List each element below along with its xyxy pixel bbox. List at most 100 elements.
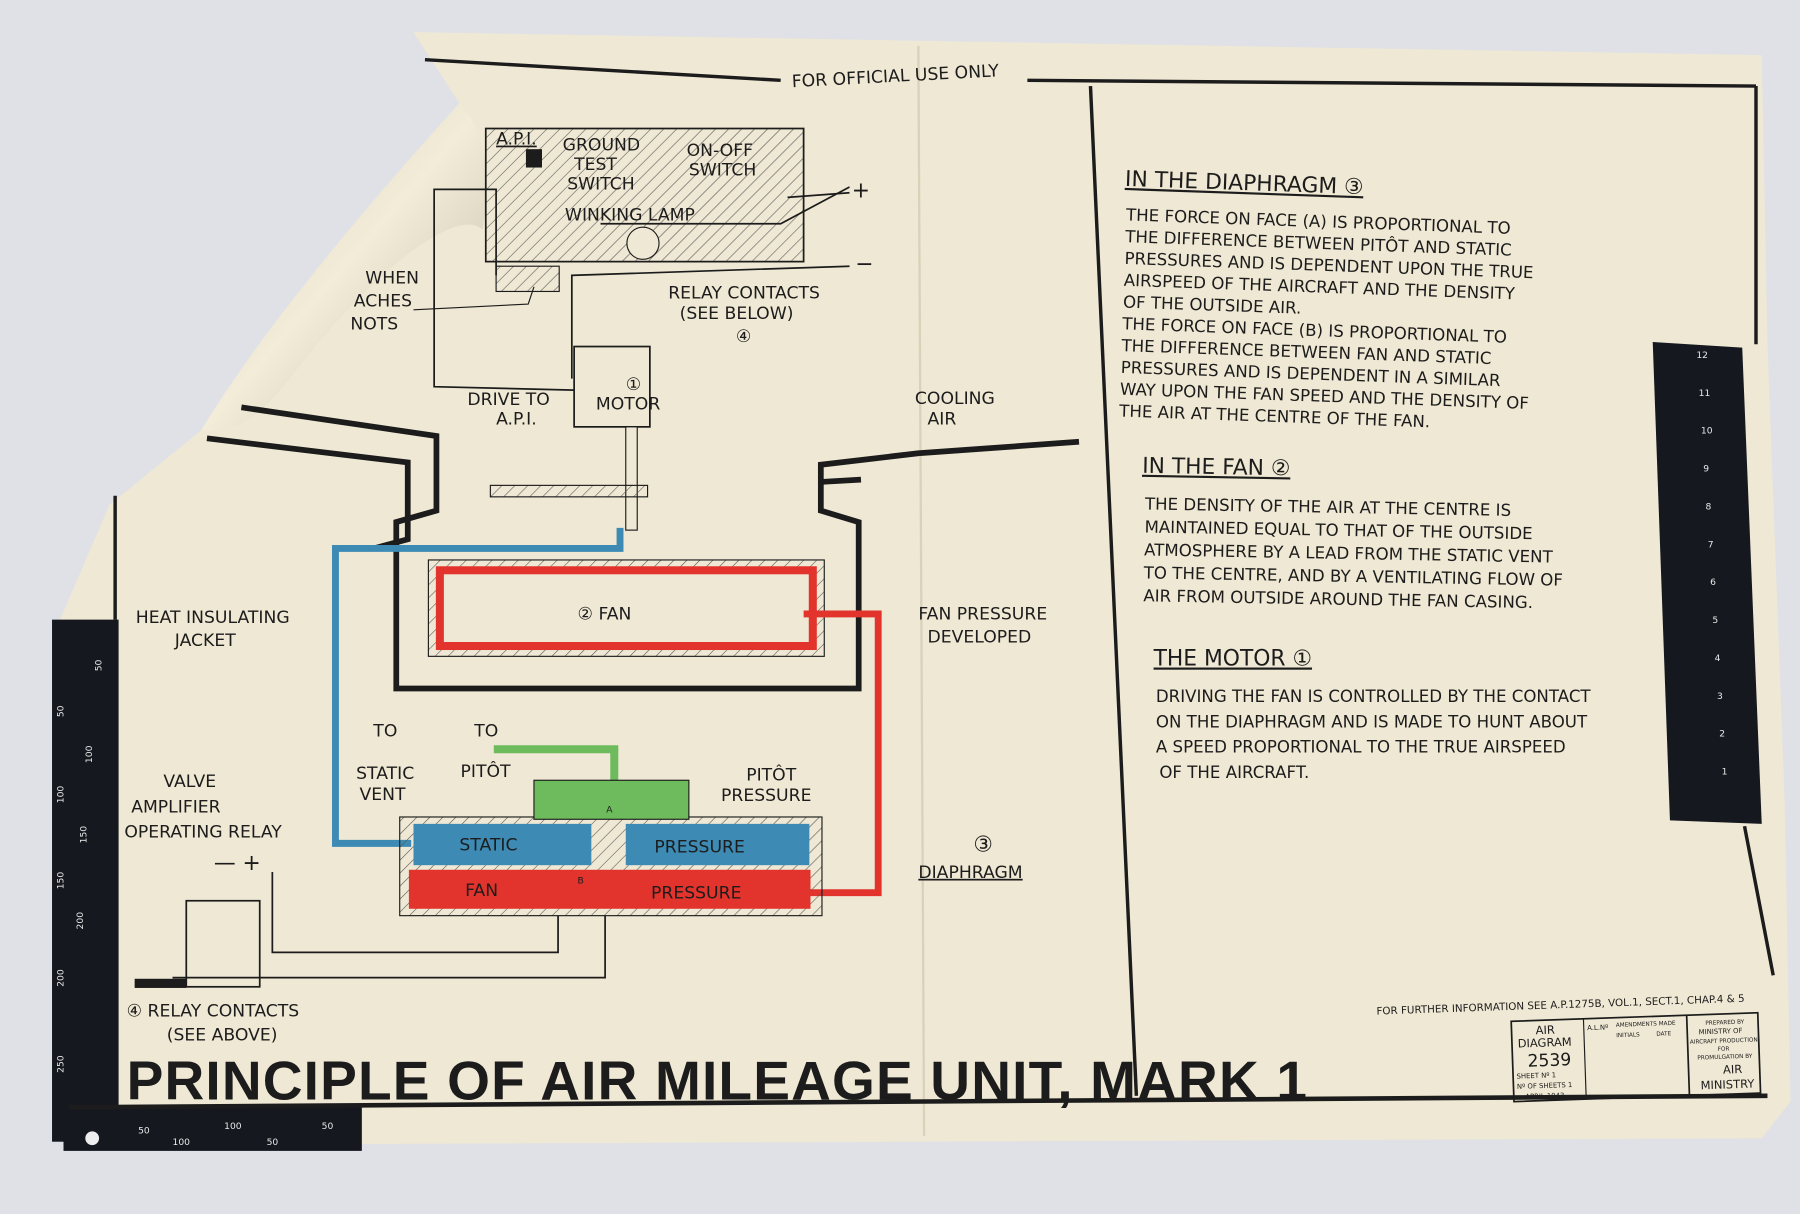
api-label: A.P.I. — [496, 130, 537, 150]
ruler-tick-label: 150 — [56, 872, 67, 890]
to-pitot-label: PITÔT — [461, 760, 511, 782]
ruler-tick-label: 11 — [1699, 388, 1711, 399]
to-static-label: VENT — [360, 785, 407, 805]
diaphragm-label: DIAPHRAGM — [918, 863, 1022, 883]
unit-housing-inner — [206, 435, 862, 552]
ruler-tick-label: 200 — [56, 969, 67, 987]
air-ministry: AIR — [1723, 1062, 1743, 1077]
heat-jacket-label: HEAT INSULATING — [136, 608, 290, 628]
air-ministry: MINISTRY — [1700, 1076, 1755, 1092]
prepared-by: AIRCRAFT PRODUCTION — [1690, 1037, 1758, 1045]
winking-lamp-label: WINKING LAMP — [565, 205, 695, 225]
when-label: WHEN — [365, 268, 419, 288]
amplifier-relay — [185, 899, 261, 988]
diagram-number: 2539 — [1527, 1050, 1571, 1072]
section-divider — [1088, 85, 1139, 1096]
circuit-wire — [433, 188, 575, 391]
bottom-border — [69, 1093, 1768, 1110]
ruler-tick-label: 3 — [1717, 691, 1723, 702]
valve-amplifier-label: AMPLIFIER — [131, 797, 220, 817]
divider — [1685, 1015, 1691, 1096]
info-table — [1510, 1011, 1762, 1103]
circuit-wire — [271, 872, 559, 954]
diaphragm-number: ③ — [973, 832, 993, 857]
amendments-header: AMENDMENTS MADE — [1616, 1021, 1676, 1029]
relay-contacts-top-label: ④ — [736, 327, 751, 347]
ruler-tick-label: 8 — [1706, 501, 1712, 512]
cooling-air-label: COOLING — [915, 389, 995, 409]
ruler-tick-label: 50 — [56, 705, 67, 717]
valve-amplifier-label: VALVE — [163, 772, 216, 792]
heat-jacket-label: JACKET — [174, 631, 236, 651]
fan-chamber — [435, 566, 817, 651]
prepared-by: PROMULGATION BY — [1697, 1054, 1753, 1062]
pitot-pressure-label: PITÔT — [746, 763, 796, 785]
fold-line — [917, 45, 926, 1136]
minus-terminal: − — [855, 252, 873, 277]
on-off-label: ON-OFF — [687, 141, 753, 161]
relay-contacts-bottom-label: (SEE ABOVE) — [167, 1026, 278, 1046]
pitot-chamber-a — [533, 779, 690, 820]
section-line: DRIVING THE FAN IS CONTROLLED BY THE CON… — [1156, 687, 1592, 706]
cooling-air-label: AIR — [928, 410, 957, 430]
winking-lamp-icon — [626, 226, 660, 260]
relay-polarity: — + — [214, 851, 261, 876]
ground-test-switch-icon — [525, 149, 542, 168]
ground-test-label: GROUND — [563, 135, 641, 155]
fan-pressure-label: FAN PRESSURE — [918, 605, 1047, 625]
top-border — [1027, 78, 1757, 88]
static-label: STATIC — [459, 835, 517, 855]
face-a-label: A — [606, 804, 613, 815]
ruler-tick-label: 50 — [93, 659, 104, 671]
issue-date: APRIL 1943 — [1525, 1092, 1564, 1101]
bottom-ruler: 50 100 100 50 50 — [63, 1107, 362, 1151]
to-pitot-label: TO — [473, 722, 498, 742]
section-line: OF THE AIRCRAFT. — [1159, 763, 1309, 782]
ruler-tick-label: 5 — [1712, 615, 1718, 626]
right-border — [1742, 825, 1775, 976]
relay-contacts-top-label: RELAY CONTACTS — [668, 283, 820, 303]
air-diagram-label: DIAGRAM — [1517, 1035, 1571, 1051]
ruler-tick-label: 6 — [1710, 577, 1716, 588]
prepared-by: MINISTRY OF — [1699, 1027, 1743, 1037]
unit-housing — [240, 404, 1080, 692]
ruler-tick-label: 10 — [1701, 426, 1713, 437]
ground-test-label: SWITCH — [567, 174, 634, 194]
circuit-wire — [172, 915, 606, 979]
motor-label: MOTOR — [596, 395, 660, 415]
ruler-tick-label: 100 — [173, 1137, 191, 1148]
circuit-wire — [787, 191, 850, 199]
ground-test-label: TEST — [573, 155, 617, 175]
relay-contacts-bottom-label: ④ RELAY CONTACTS — [127, 1002, 300, 1022]
section-line: ON THE DIAPHRAGM AND IS MADE TO HUNT ABO… — [1156, 712, 1588, 731]
section-line: A SPEED PROPORTIONAL TO THE TRUE AIRSPEE… — [1156, 738, 1566, 757]
sheet-number: SHEET Nº 1 — [1516, 1071, 1556, 1080]
ruler-tick-label: 50 — [267, 1137, 279, 1148]
prepared-by: FOR — [1718, 1046, 1730, 1052]
ruler-tick-label: 100 — [84, 745, 95, 763]
pressure-lower-label: PRESSURE — [651, 883, 741, 903]
section-motor: THE MOTOR ① DRIVING THE FAN IS CONTROLLE… — [1153, 647, 1592, 782]
pressure-chamber-upper — [625, 823, 810, 866]
pitot-pressure-label: PRESSURE — [721, 786, 811, 806]
ruler-tick-label: 1 — [1722, 767, 1728, 778]
relay-contacts-top-label: (SEE BELOW) — [680, 304, 794, 324]
static-pipe — [332, 527, 624, 847]
valve-amplifier-label: OPERATING RELAY — [124, 823, 282, 843]
rolled-corner — [201, 103, 487, 432]
ruler-tick-label: 150 — [78, 826, 89, 844]
air-diagram-label: AIR — [1535, 1023, 1555, 1038]
ruler-tick-label: 100 — [224, 1121, 242, 1132]
date-header: DATE — [1656, 1031, 1671, 1038]
plus-terminal: + — [852, 178, 870, 203]
ruler-tick-label: 250 — [56, 1055, 67, 1073]
aln-header: A.L.Nº — [1587, 1023, 1608, 1032]
circuit-wire — [570, 265, 850, 379]
section-heading: THE MOTOR ① — [1153, 647, 1312, 672]
top-border — [424, 57, 781, 83]
initials-header: INITIALS — [1616, 1032, 1640, 1039]
motor — [573, 345, 651, 428]
pitot-pipe — [493, 745, 619, 781]
drive-to-api-label: DRIVE TO — [467, 390, 549, 410]
